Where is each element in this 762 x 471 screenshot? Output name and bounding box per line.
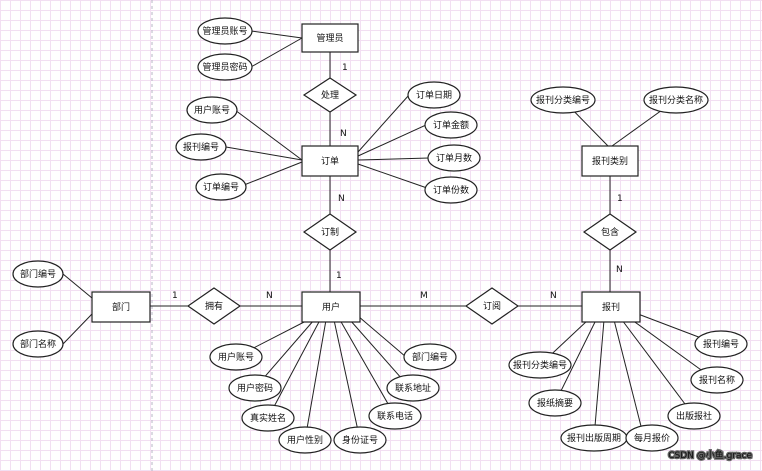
svg-text:联系地址: 联系地址: [395, 382, 431, 394]
svg-text:身份证号: 身份证号: [342, 434, 378, 446]
svg-text:用户性别: 用户性别: [287, 434, 323, 446]
svg-text:用户账号: 用户账号: [218, 351, 254, 363]
entity-dept-label: 部门: [112, 301, 130, 313]
svg-text:订单份数: 订单份数: [433, 184, 469, 196]
attr-order-no: 订单编号: [195, 173, 247, 201]
svg-text:订单日期: 订单日期: [416, 89, 452, 101]
entity-admin: 管理员: [301, 23, 359, 53]
attr-paper-publisher: 出版报社: [667, 402, 721, 430]
attr-dept-name: 部门名称: [12, 330, 64, 358]
svg-text:部门编号: 部门编号: [20, 268, 56, 280]
svg-text:出版报社: 出版报社: [676, 410, 712, 422]
relationship-own-label: 拥有: [205, 300, 223, 312]
attr-paper-name: 报刊名称: [690, 366, 744, 394]
relationship-subscribe: 订阅: [464, 287, 520, 325]
card-own-user: N: [266, 291, 273, 301]
svg-text:管理员账号: 管理员账号: [202, 25, 247, 37]
entity-category: 报刊类别: [581, 145, 639, 177]
attr-paper-summary: 报纸摘要: [528, 389, 582, 417]
entity-user: 用户: [301, 291, 361, 323]
attr-category-name: 报刊分类名称: [643, 86, 709, 114]
svg-text:部门名称: 部门名称: [20, 338, 56, 350]
attr-real-name: 真实姓名: [241, 404, 295, 432]
relationship-subscribe-order: 订制: [302, 213, 358, 251]
entity-category-label: 报刊类别: [592, 155, 628, 167]
card-dept-own: 1: [172, 291, 178, 301]
relationship-handle-label: 处理: [321, 89, 339, 101]
svg-text:报刊名称: 报刊名称: [699, 374, 735, 386]
svg-text:用户账号: 用户账号: [194, 104, 230, 116]
entity-paper: 报刊: [581, 291, 641, 323]
attr-paper-no: 报刊编号: [694, 330, 748, 358]
attr-user-gender: 用户性别: [278, 426, 332, 454]
svg-text:每月报价: 每月报价: [634, 432, 670, 444]
svg-text:订单编号: 订单编号: [203, 181, 239, 193]
relationship-contain-label: 包含: [601, 226, 619, 238]
cardinality-labels: 1 N N 1 1 N 1 N M N: [172, 63, 623, 301]
svg-text:用户密码: 用户密码: [237, 382, 273, 394]
card-cat-contain: 1: [617, 194, 623, 204]
attr-user-dept-no: 部门编号: [403, 343, 457, 371]
svg-text:部门编号: 部门编号: [412, 351, 448, 363]
card-admin-handle: 1: [342, 63, 348, 73]
relationship-handle: 处理: [302, 77, 358, 113]
svg-text:报刊分类名称: 报刊分类名称: [649, 94, 703, 106]
svg-text:报刊出版周期: 报刊出版周期: [567, 432, 621, 444]
svg-text:报刊分类编号: 报刊分类编号: [536, 94, 590, 106]
attr-paper-category-no: 报刊分类编号: [508, 351, 572, 379]
relationship-own: 拥有: [186, 287, 242, 325]
attr-id-no: 身份证号: [333, 426, 387, 454]
attr-order-paper-no: 报刊编号: [175, 133, 227, 161]
attr-order-amount: 订单金额: [424, 111, 478, 139]
card-handle-order: N: [340, 129, 347, 139]
attr-paper-period: 报刊出版周期: [560, 424, 628, 452]
attr-order-user-account: 用户账号: [186, 96, 238, 124]
svg-text:真实姓名: 真实姓名: [250, 412, 286, 424]
card-subscribe-paper: N: [550, 291, 557, 301]
entity-order-label: 订单: [321, 155, 339, 167]
entity-order: 订单: [301, 145, 359, 177]
svg-text:报纸摘要: 报纸摘要: [537, 397, 573, 409]
attr-phone: 联系电话: [368, 402, 422, 430]
entity-paper-label: 报刊: [602, 301, 620, 313]
entity-admin-label: 管理员: [316, 32, 343, 44]
entity-dept: 部门: [91, 291, 151, 323]
attr-user-account: 用户账号: [209, 343, 263, 371]
connector-lines: [62, 30, 718, 441]
attr-address: 联系地址: [386, 374, 440, 402]
svg-text:订单金额: 订单金额: [433, 119, 469, 131]
attr-order-month: 订单月数: [427, 144, 481, 172]
attr-user-password: 用户密码: [228, 374, 282, 402]
watermark-text: CSDN @小鱼.grace: [668, 449, 752, 461]
attr-admin-account: 管理员账号: [197, 17, 253, 45]
attr-order-date: 订单日期: [407, 81, 461, 109]
svg-text:联系电话: 联系电话: [377, 410, 413, 422]
entity-user-label: 用户: [322, 301, 340, 313]
card-order-sub: N: [338, 194, 345, 204]
relationship-subscribe-label: 订阅: [483, 301, 501, 312]
attr-order-copies: 订单份数: [424, 176, 478, 204]
card-contain-paper: N: [616, 265, 623, 275]
relationship-subscribe-order-label: 订制: [321, 226, 339, 238]
svg-text:管理员密码: 管理员密码: [202, 61, 247, 73]
svg-text:报刊编号: 报刊编号: [703, 338, 739, 350]
svg-text:订单月数: 订单月数: [436, 152, 472, 164]
attr-paper-price: 每月报价: [625, 424, 679, 452]
card-user-subscribe: M: [420, 291, 428, 301]
svg-text:报刊编号: 报刊编号: [183, 141, 219, 153]
attr-dept-no: 部门编号: [12, 260, 64, 288]
svg-text:报刊分类编号: 报刊分类编号: [513, 359, 567, 371]
attr-category-no: 报刊分类编号: [530, 86, 596, 114]
card-sub-user: 1: [336, 271, 342, 281]
attr-admin-password: 管理员密码: [197, 53, 253, 81]
relationship-contain: 包含: [582, 213, 638, 251]
